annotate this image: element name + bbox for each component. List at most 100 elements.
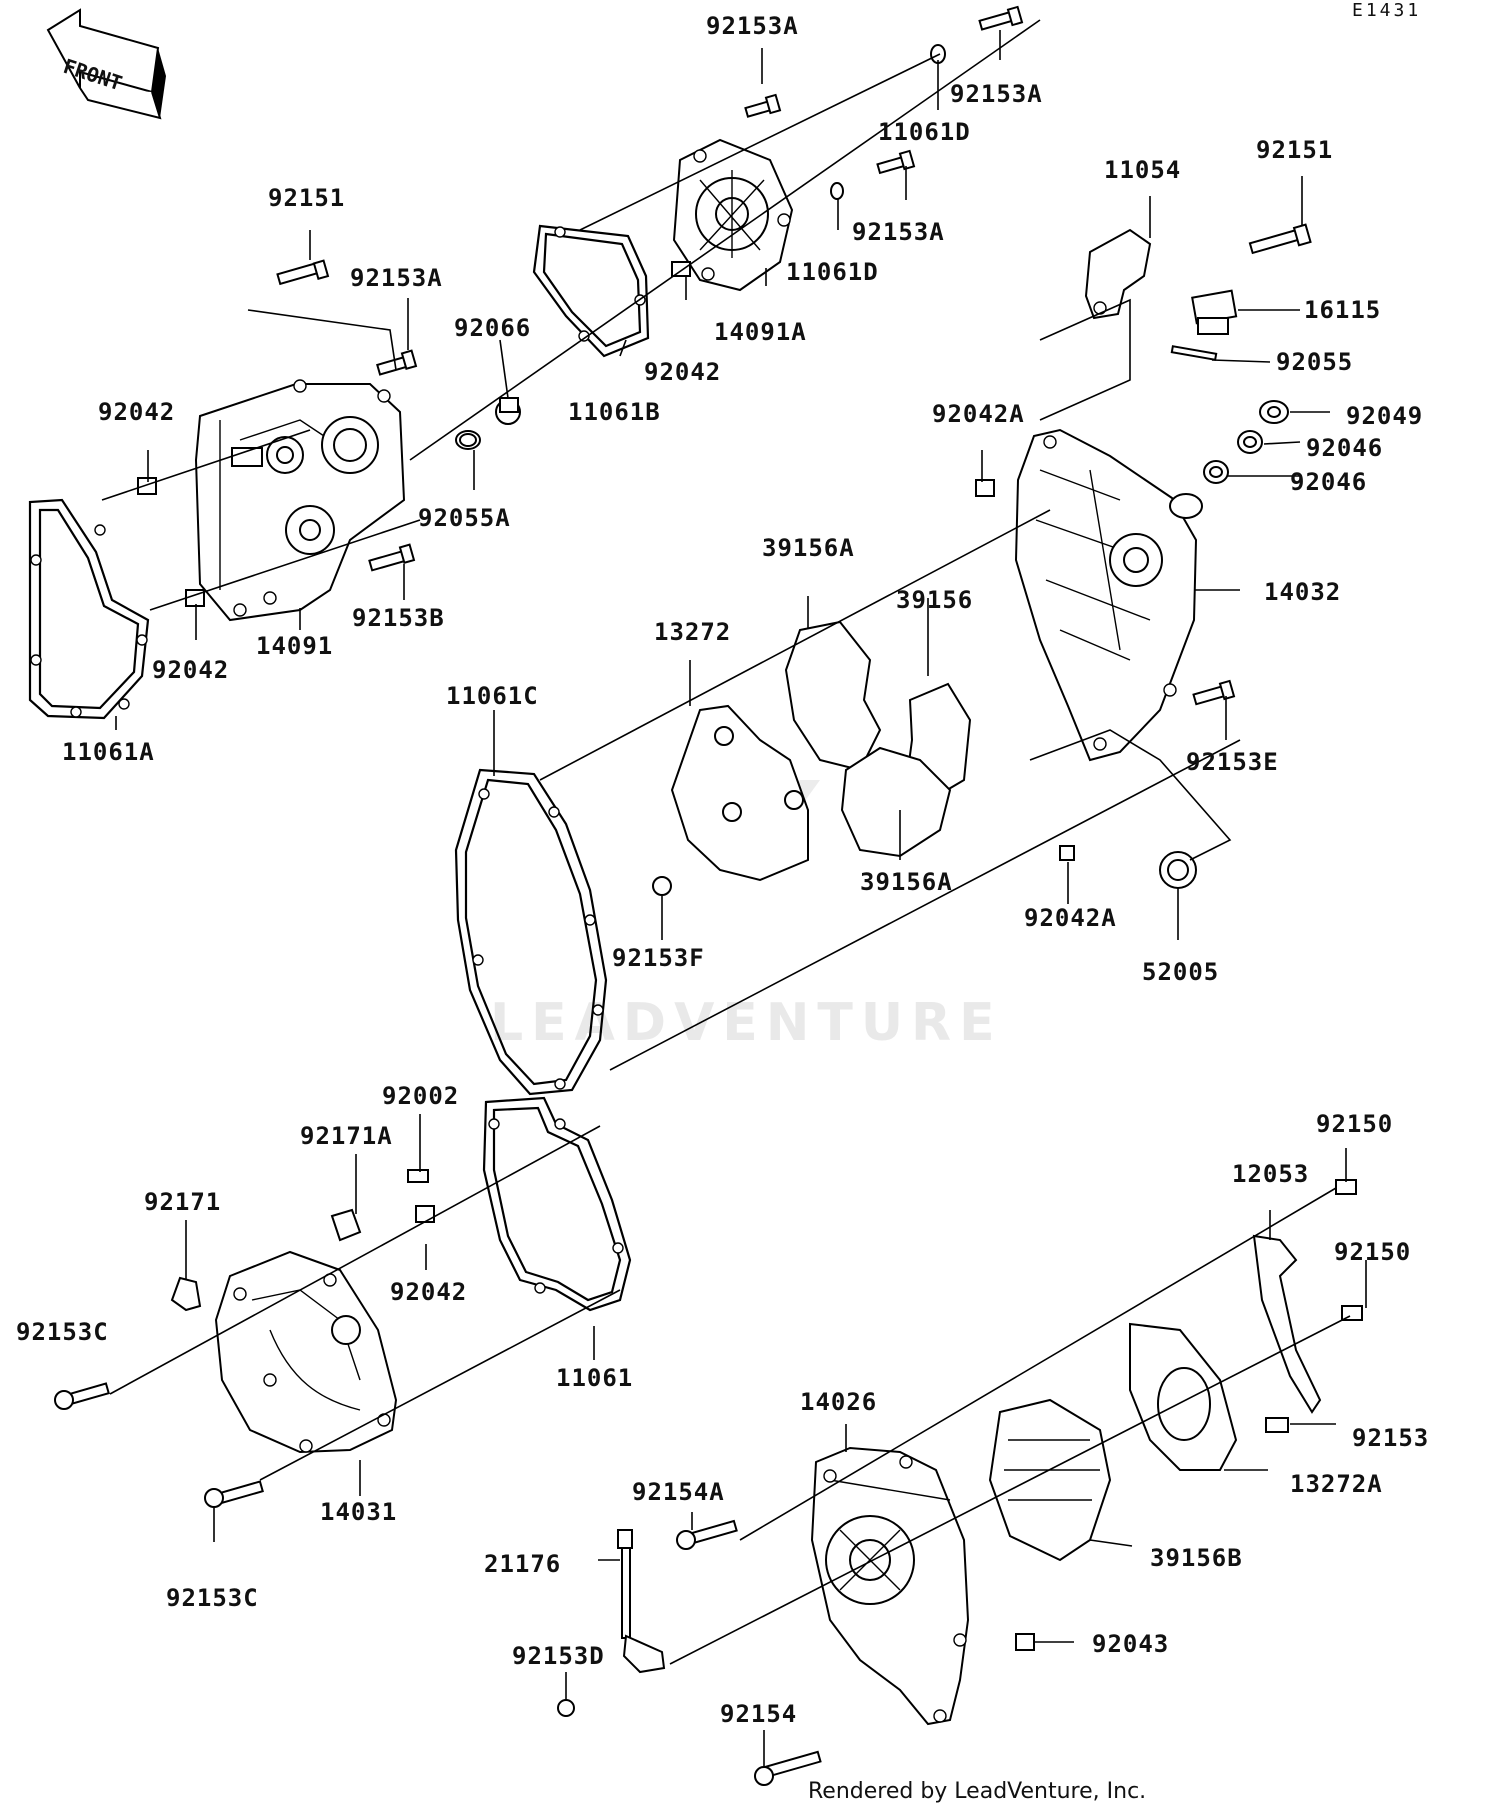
- bolt-92150-upper: [1335, 1179, 1357, 1195]
- bolt-92153b: [368, 543, 416, 572]
- callout-14091: 14091: [256, 632, 333, 660]
- callout-labels: 92153A 92153A 11061D 92153A 11061D 14091…: [16, 12, 1429, 1728]
- callout-92042-3: 92042: [152, 656, 229, 684]
- gasket-11061a: [28, 498, 150, 720]
- callout-92043: 92043: [1092, 1630, 1169, 1658]
- bolt-92153a-left: [376, 349, 418, 376]
- callout-92066: 92066: [454, 314, 531, 342]
- oring-92055: [1170, 345, 1218, 361]
- callout-14032: 14032: [1264, 578, 1341, 606]
- callout-11061a: 11061A: [62, 738, 155, 766]
- plug-16115: [1191, 289, 1238, 335]
- callout-92046-1: 92046: [1306, 434, 1383, 462]
- clip-92171a: [330, 1208, 362, 1242]
- render-credit: Rendered by LeadVenture, Inc.: [808, 1779, 1146, 1804]
- cover-14091: [194, 379, 406, 622]
- callout-92002: 92002: [382, 1082, 459, 1110]
- callout-39156a-1: 39156A: [762, 534, 855, 562]
- callout-39156: 39156: [896, 586, 973, 614]
- bolt-92153a-mid: [744, 93, 782, 118]
- dowel-92042-bottom: [415, 1205, 435, 1223]
- callout-14031: 14031: [320, 1498, 397, 1526]
- bolt-92154: [754, 1750, 822, 1786]
- dowel-92043: [1015, 1633, 1035, 1651]
- callout-52005: 52005: [1142, 958, 1219, 986]
- callout-92153a-2: 92153A: [950, 80, 1043, 108]
- oring-92055a: [455, 430, 481, 450]
- callout-92042a-2: 92042A: [1024, 904, 1117, 932]
- callout-92042-1: 92042: [644, 358, 721, 386]
- watermark-text: LEADVENTURE: [490, 993, 1003, 1053]
- callout-11061d-2: 11061D: [786, 258, 879, 286]
- callout-13272a: 13272A: [1290, 1470, 1383, 1498]
- washer-11061d-mid: [830, 182, 844, 200]
- seal-52005: [1159, 851, 1197, 889]
- dowel-92042a-upper: [975, 479, 995, 497]
- callout-92046-2: 92046: [1290, 468, 1367, 496]
- callout-11061: 11061: [556, 1364, 633, 1392]
- callout-92171a: 92171A: [300, 1122, 393, 1150]
- callout-14026: 14026: [800, 1388, 877, 1416]
- bolt-92153a-top: [978, 5, 1024, 31]
- callout-39156a-2: 39156A: [860, 868, 953, 896]
- callout-92055: 92055: [1276, 348, 1353, 376]
- damper-39156b: [988, 1398, 1112, 1562]
- damper-39156a-lower: [840, 746, 952, 858]
- callout-92153: 92153: [1352, 1424, 1429, 1452]
- bolt-92150-lower: [1341, 1305, 1363, 1321]
- bolt-92153: [1265, 1417, 1289, 1433]
- callout-11061b: 11061B: [568, 398, 661, 426]
- callout-92150-1: 92150: [1316, 1110, 1393, 1138]
- callout-92171: 92171: [144, 1188, 221, 1216]
- plate-13272: [670, 704, 809, 882]
- bearing-92046-a: [1237, 430, 1263, 454]
- callout-92153e: 92153E: [1186, 748, 1279, 776]
- callout-92049: 92049: [1346, 402, 1423, 430]
- dowel-92042a-lower: [1059, 845, 1075, 861]
- cover-14091a: [672, 138, 794, 292]
- callout-16115: 16115: [1304, 296, 1381, 324]
- callout-92042-4: 92042: [390, 1278, 467, 1306]
- callout-92154: 92154: [720, 1700, 797, 1728]
- callout-11061d-1: 11061D: [878, 118, 971, 146]
- callout-92055a: 92055A: [418, 504, 511, 532]
- bolt-92151-left: [276, 259, 330, 286]
- callout-21176: 21176: [484, 1550, 561, 1578]
- front-arrow-icon: FRONT: [46, 8, 166, 120]
- cover-14026: [810, 1446, 970, 1726]
- callout-39156b: 39156B: [1150, 1544, 1243, 1572]
- callout-92153b: 92153B: [352, 604, 445, 632]
- callout-92151-2: 92151: [1256, 136, 1333, 164]
- callout-92153f: 92153F: [612, 944, 705, 972]
- callout-92153a-1: 92153A: [706, 12, 799, 40]
- bolt-92153c-upper: [54, 1382, 110, 1410]
- gasket-11061c: [454, 768, 608, 1096]
- sensor-21176: [617, 1529, 666, 1674]
- plug-92066: [495, 397, 521, 425]
- callout-92153a-4: 92153A: [350, 264, 443, 292]
- gasket-11061b: [532, 224, 650, 358]
- callout-92153d: 92153D: [512, 1642, 605, 1670]
- damper-39156a-upper: [784, 620, 882, 772]
- bracket-12053: [1252, 1234, 1322, 1414]
- callout-11061c: 11061C: [446, 682, 539, 710]
- bolt-92154a: [676, 1519, 738, 1550]
- leader-lines: [101, 19, 1367, 1766]
- bolt-92153c-lower: [204, 1480, 264, 1508]
- callout-11054: 11054: [1104, 156, 1181, 184]
- bolt-92151-right: [1248, 223, 1312, 255]
- bracket-11054: [1084, 228, 1152, 320]
- dowel-92042-mid: [671, 261, 691, 277]
- plate-13272a: [1129, 1322, 1238, 1471]
- bolt-92153e: [1192, 679, 1236, 706]
- figure-code: E1431: [1352, 0, 1421, 21]
- callout-92151-1: 92151: [268, 184, 345, 212]
- callout-14091a: 14091A: [714, 318, 807, 346]
- bolt-92153a-right: [876, 149, 916, 175]
- callout-92154a: 92154A: [632, 1478, 725, 1506]
- callout-92042-2: 92042: [98, 398, 175, 426]
- callout-92042a-1: 92042A: [932, 400, 1025, 428]
- callout-92153c-1: 92153C: [16, 1318, 109, 1346]
- callout-92153c-2: 92153C: [166, 1584, 259, 1612]
